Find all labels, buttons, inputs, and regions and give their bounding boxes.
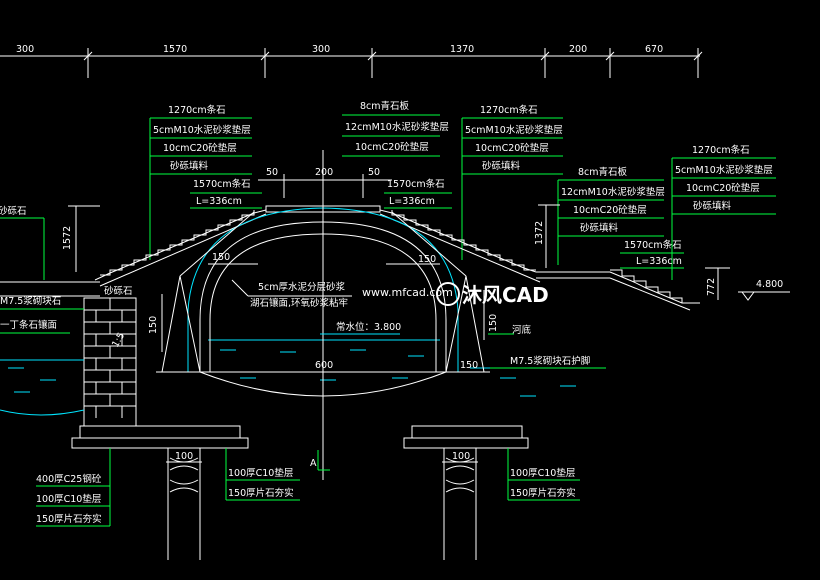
stone-far-label: 1570cm条石 xyxy=(624,239,682,251)
left-foot-label: 一丁条石镶面 xyxy=(0,319,57,331)
right2-layer-1: 12cmM10水泥砂浆垫层 xyxy=(561,186,665,198)
callout-right: 1270cm条石 5cmM10水泥砂浆垫层 10cmC20砼垫层 砂砾填料 xyxy=(461,104,563,260)
far-layer-1: 5cmM10水泥砂浆垫层 xyxy=(675,164,773,176)
dim-772: 772 xyxy=(706,278,717,296)
right2-layer-3: 砂砾填料 xyxy=(580,222,619,234)
mid-layer-1: 12cmM10水泥砂浆垫层 xyxy=(345,121,449,133)
dim-1572: 1572 xyxy=(62,226,73,250)
stone-right-label: 1570cm条石 xyxy=(387,178,445,190)
deck-dim-200: 200 xyxy=(315,167,333,178)
section-mark: A xyxy=(310,450,330,471)
far-layer-3: 砂砾填料 xyxy=(693,200,732,212)
dim-600: 600 xyxy=(315,360,333,371)
foundation-left: 100 400厚C25钢砼 100厚C10垫层 150厚片石夯实 100厚C10… xyxy=(36,425,300,560)
left-layer-1: 5cmM10水泥砂浆垫层 xyxy=(153,124,251,136)
top-dim-5: 200 xyxy=(569,44,587,55)
left-foundation-2: 100厚C10垫层 xyxy=(36,493,101,505)
dim-150-b: 150 xyxy=(418,254,436,265)
stone-far-length: L=336cm xyxy=(636,256,682,267)
dim-1372: 1372 xyxy=(534,221,545,245)
callout-far-right: 1270cm条石 5cmM10水泥砂浆垫层 10cmC20砼垫层 砂砾填料 xyxy=(671,144,776,280)
watermark: www.mfcad.com 沐风CAD xyxy=(362,282,549,307)
top-dim-4: 1370 xyxy=(450,44,474,55)
right-m75-label: M7.5浆砌块石护脚 xyxy=(510,355,590,367)
dim-150-e: 150 xyxy=(460,360,478,371)
river-bed-label: 河底 xyxy=(512,324,532,336)
top-dim-2: 1570 xyxy=(163,44,187,55)
deck-dim-50a: 50 xyxy=(266,167,278,178)
arch-notes: 5cm厚水泥分层砂浆 湖石镶面,环氧砂浆粘牢 150 150 150 150 6… xyxy=(148,252,606,373)
top-dim-3: 300 xyxy=(312,44,330,55)
dim-100-a: 100 xyxy=(175,451,193,462)
stone-right-length: L=336cm xyxy=(389,196,435,207)
bridge-stairs-left xyxy=(94,209,267,287)
water-level-label: 常水位：3.800 xyxy=(336,321,401,333)
callout-middle: 8cm青石板 12cmM10水泥砂浆垫层 10cmC20砼垫层 xyxy=(342,100,449,157)
far-top-layer: 1270cm条石 xyxy=(692,144,750,156)
top-dim-6: 670 xyxy=(645,44,663,55)
left-foundation-1: 400厚C25钢砼 xyxy=(36,473,102,485)
left-m75-label: M7.5浆砌块石 xyxy=(0,295,61,307)
arch-note-1: 5cm厚水泥分层砂浆 xyxy=(258,281,346,293)
deck-dimensions: 50 200 50 xyxy=(258,167,392,198)
mid-foundation-2: 150厚片石夯实 xyxy=(228,487,294,499)
dim-150-d: 150 xyxy=(488,314,499,332)
section-mark-a: A xyxy=(310,458,317,469)
elevation-right: 4.800 xyxy=(756,279,783,290)
vertical-dimensions: 1572 1372 772 xyxy=(62,204,730,300)
callout-left: 1270cm条石 5cmM10水泥砂浆垫层 10cmC20砼垫层 砂砾填料 xyxy=(149,104,252,260)
right-layer-3: 砂砾填料 xyxy=(482,160,521,172)
stone-left-label: 1570cm条石 xyxy=(193,178,251,190)
stone-labels: 1570cm条石 L=336cm 1570cm条石 L=336cm 1570cm… xyxy=(190,178,684,269)
right-layer-2: 10cmC20砼垫层 xyxy=(475,142,549,154)
deck-dim-50b: 50 xyxy=(368,167,380,178)
elevation-marker: 4.800 xyxy=(738,279,790,301)
left-gravel-label: 砂砾石 xyxy=(104,285,133,297)
right-foundation-1: 100厚C10垫层 xyxy=(510,467,575,479)
top-dimension-chain: 300 1570 300 1370 200 670 xyxy=(0,44,703,78)
dim-150-c: 150 xyxy=(148,316,159,334)
dim-150-a: 150 xyxy=(212,252,230,263)
right-foundation-2: 150厚片石夯实 xyxy=(510,487,576,499)
left-layer-2: 10cmC20砼垫层 xyxy=(163,142,237,154)
stone-left-length: L=336cm xyxy=(196,196,242,207)
callout-right2: 8cm青石板 12cmM10水泥砂浆垫层 10cmC20砼垫层 砂砾填料 xyxy=(557,166,665,265)
right-top-layer: 1270cm条石 xyxy=(480,104,538,116)
far-layer-2: 10cmC20砼垫层 xyxy=(686,182,760,194)
right-approach-stairs xyxy=(536,269,700,311)
right2-top-layer: 8cm青石板 xyxy=(578,166,628,178)
mid-top-layer: 8cm青石板 xyxy=(360,100,410,112)
dim-100-b: 100 xyxy=(452,451,470,462)
watermark-logo-icon xyxy=(436,282,460,306)
mid-layer-2: 10cmC20砼垫层 xyxy=(355,141,429,153)
watermark-brand: 沐风CAD xyxy=(462,283,549,307)
left-layer-3: 砂砾填料 xyxy=(170,160,209,172)
right2-layer-2: 10cmC20砼垫层 xyxy=(573,204,647,216)
mid-foundation-1: 100厚C10垫层 xyxy=(228,467,293,479)
arch-note-2: 湖石镶面,环氧砂浆粘牢 xyxy=(250,297,348,309)
watermark-site: www.mfcad.com xyxy=(362,286,453,299)
left-edge-text: 砂砾石 xyxy=(0,205,27,217)
right-layer-1: 5cmM10水泥砂浆垫层 xyxy=(465,124,563,136)
foundation-right: 100 100厚C10垫层 150厚片石夯实 xyxy=(403,425,580,560)
left-foundation-3: 150厚片石夯实 xyxy=(36,513,102,525)
left-top-layer: 1270cm条石 xyxy=(168,104,226,116)
top-dim-1: 300 xyxy=(16,44,34,55)
